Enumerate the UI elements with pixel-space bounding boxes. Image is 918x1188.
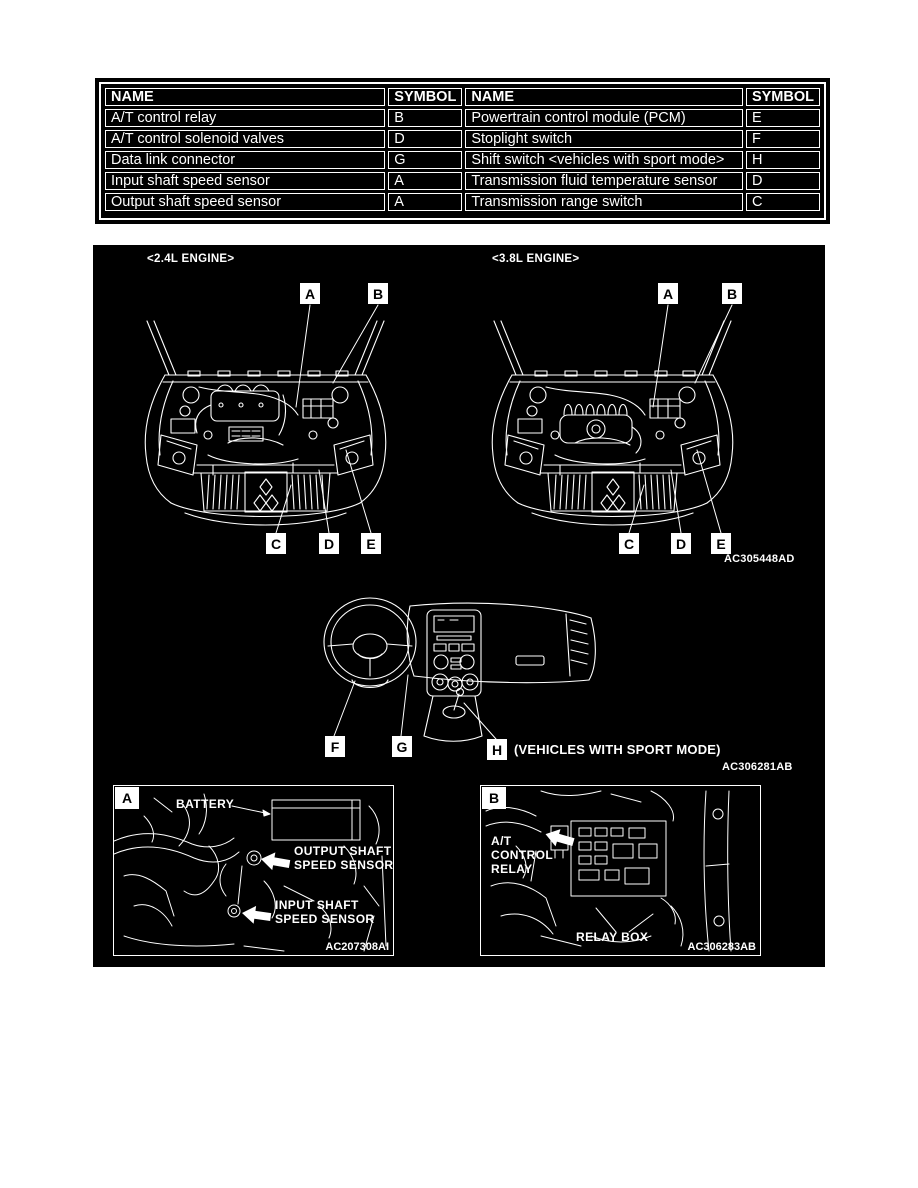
cell-name: Powertrain control module (PCM) <box>465 109 743 127</box>
cell-name: Input shaft speed sensor <box>105 172 386 190</box>
cell-symbol: F <box>745 130 820 148</box>
cell-symbol: B <box>388 109 463 127</box>
bracket-drawing <box>703 790 732 952</box>
center-stack <box>426 609 482 697</box>
callout-g: G <box>392 736 412 757</box>
battery-label: BATTERY <box>176 797 235 811</box>
cell-symbol: A <box>388 193 463 211</box>
cell-name: A/T control solenoid valves <box>105 130 386 148</box>
callout-c-38l: C <box>619 533 639 554</box>
detail-panel-a: A BATTERY OUTPUT SHAFT SPEED SENSOR INPU… <box>113 785 394 956</box>
output-shaft-line2: SPEED SENSOR <box>294 858 394 872</box>
cell-symbol: C <box>745 193 820 211</box>
cell-name: Transmission fluid temperature sensor <box>465 172 743 190</box>
legend-header-row: NAME SYMBOL NAME SYMBOL <box>105 88 820 106</box>
steering-wheel <box>323 597 417 689</box>
sport-mode-note: (VEHICLES WITH SPORT MODE) <box>514 742 721 757</box>
callout-d-24l: D <box>319 533 339 554</box>
callout-f: F <box>325 736 345 757</box>
callout-b-24l: B <box>368 283 388 304</box>
cell-symbol: A <box>388 172 463 190</box>
cell-name: Output shaft speed sensor <box>105 193 386 211</box>
table-row: Input shaft speed sensor A Transmission … <box>105 172 820 190</box>
legend-table-border: NAME SYMBOL NAME SYMBOL A/T control rela… <box>99 82 826 220</box>
callout-e-24l: E <box>361 533 381 554</box>
cell-symbol: H <box>745 151 820 169</box>
panel-b-letter: B <box>482 787 506 809</box>
pointer-arrows <box>242 852 291 924</box>
pointer-arrow <box>545 829 575 847</box>
callout-a-38l: A <box>658 283 678 304</box>
panel-a-letter: A <box>115 787 139 809</box>
legend-table-block: NAME SYMBOL NAME SYMBOL A/T control rela… <box>95 78 830 224</box>
engine-bay-38l-drawing <box>491 320 734 526</box>
at-control-relay-label: A/T CONTROL RELAY <box>491 834 553 876</box>
callout-c-24l: C <box>266 533 286 554</box>
panel-a-code: AC207308AI <box>325 941 389 953</box>
input-shaft-line2: SPEED SENSOR <box>275 912 375 926</box>
input-shaft-line1: INPUT SHAFT <box>275 898 359 912</box>
component-location-diagram: <2.4L ENGINE> <3.8L ENGINE> A B A B C D … <box>93 245 825 967</box>
col-header-name-2: NAME <box>465 88 743 106</box>
cell-name: Data link connector <box>105 151 386 169</box>
dash-body <box>406 602 596 684</box>
at-relay-line2: CONTROL <box>491 848 554 862</box>
table-row: A/T control solenoid valves D Stoplight … <box>105 130 820 148</box>
cell-name: Transmission range switch <box>465 193 743 211</box>
input-shaft-label: INPUT SHAFT SPEED SENSOR <box>275 898 375 926</box>
at-relay-line1: A/T <box>491 834 512 848</box>
battery-drawing <box>231 799 361 841</box>
output-shaft-line1: OUTPUT SHAFT <box>294 844 392 858</box>
cell-name: Shift switch <vehicles with sport mode> <box>465 151 743 169</box>
cell-symbol: E <box>745 109 820 127</box>
dashboard-drawing <box>323 597 596 742</box>
col-header-symbol-2: SYMBOL <box>745 88 820 106</box>
cell-name: Stoplight switch <box>465 130 743 148</box>
relay-box-label: RELAY BOX <box>576 930 649 944</box>
panel-b-code: AC306283AB <box>687 941 756 953</box>
cell-symbol: D <box>745 172 820 190</box>
detail-panel-b: B A/T CONTROL RELAY RELAY BOX AC306283AB <box>480 785 761 956</box>
callout-h: H <box>487 739 507 760</box>
machinery-lines <box>485 790 684 947</box>
callout-a-24l: A <box>300 283 320 304</box>
at-relay-line3: RELAY <box>491 862 533 876</box>
table-row: Data link connector G Shift switch <vehi… <box>105 151 820 169</box>
callout-b-38l: B <box>722 283 742 304</box>
panel-b-drawing <box>485 790 732 952</box>
engine-24l-title: <2.4L ENGINE> <box>147 253 235 265</box>
panel-a-drawing <box>114 793 387 952</box>
table-row: Output shaft speed sensor A Transmission… <box>105 193 820 211</box>
output-shaft-label: OUTPUT SHAFT SPEED SENSOR <box>294 844 394 872</box>
col-header-name-1: NAME <box>105 88 386 106</box>
engine-38l-title: <3.8L ENGINE> <box>492 253 580 265</box>
callout-e-38l: E <box>711 533 731 554</box>
cell-symbol: G <box>388 151 463 169</box>
engine-and-dashboard-drawing <box>144 304 734 742</box>
col-header-symbol-1: SYMBOL <box>388 88 463 106</box>
callout-d-38l: D <box>671 533 691 554</box>
figure-code-engines: AC305448AD <box>724 553 795 565</box>
cell-symbol: D <box>388 130 463 148</box>
figure-code-dashboard: AC306281AB <box>722 761 793 773</box>
shifter-console <box>423 687 483 742</box>
engine-bay-24l-drawing <box>144 320 387 526</box>
legend-table: NAME SYMBOL NAME SYMBOL A/T control rela… <box>102 85 823 214</box>
relay-box-drawing <box>550 820 667 897</box>
cell-name: A/T control relay <box>105 109 386 127</box>
machinery-lines <box>114 793 387 952</box>
callout-leader-lines <box>275 304 733 740</box>
table-row: A/T control relay B Powertrain control m… <box>105 109 820 127</box>
